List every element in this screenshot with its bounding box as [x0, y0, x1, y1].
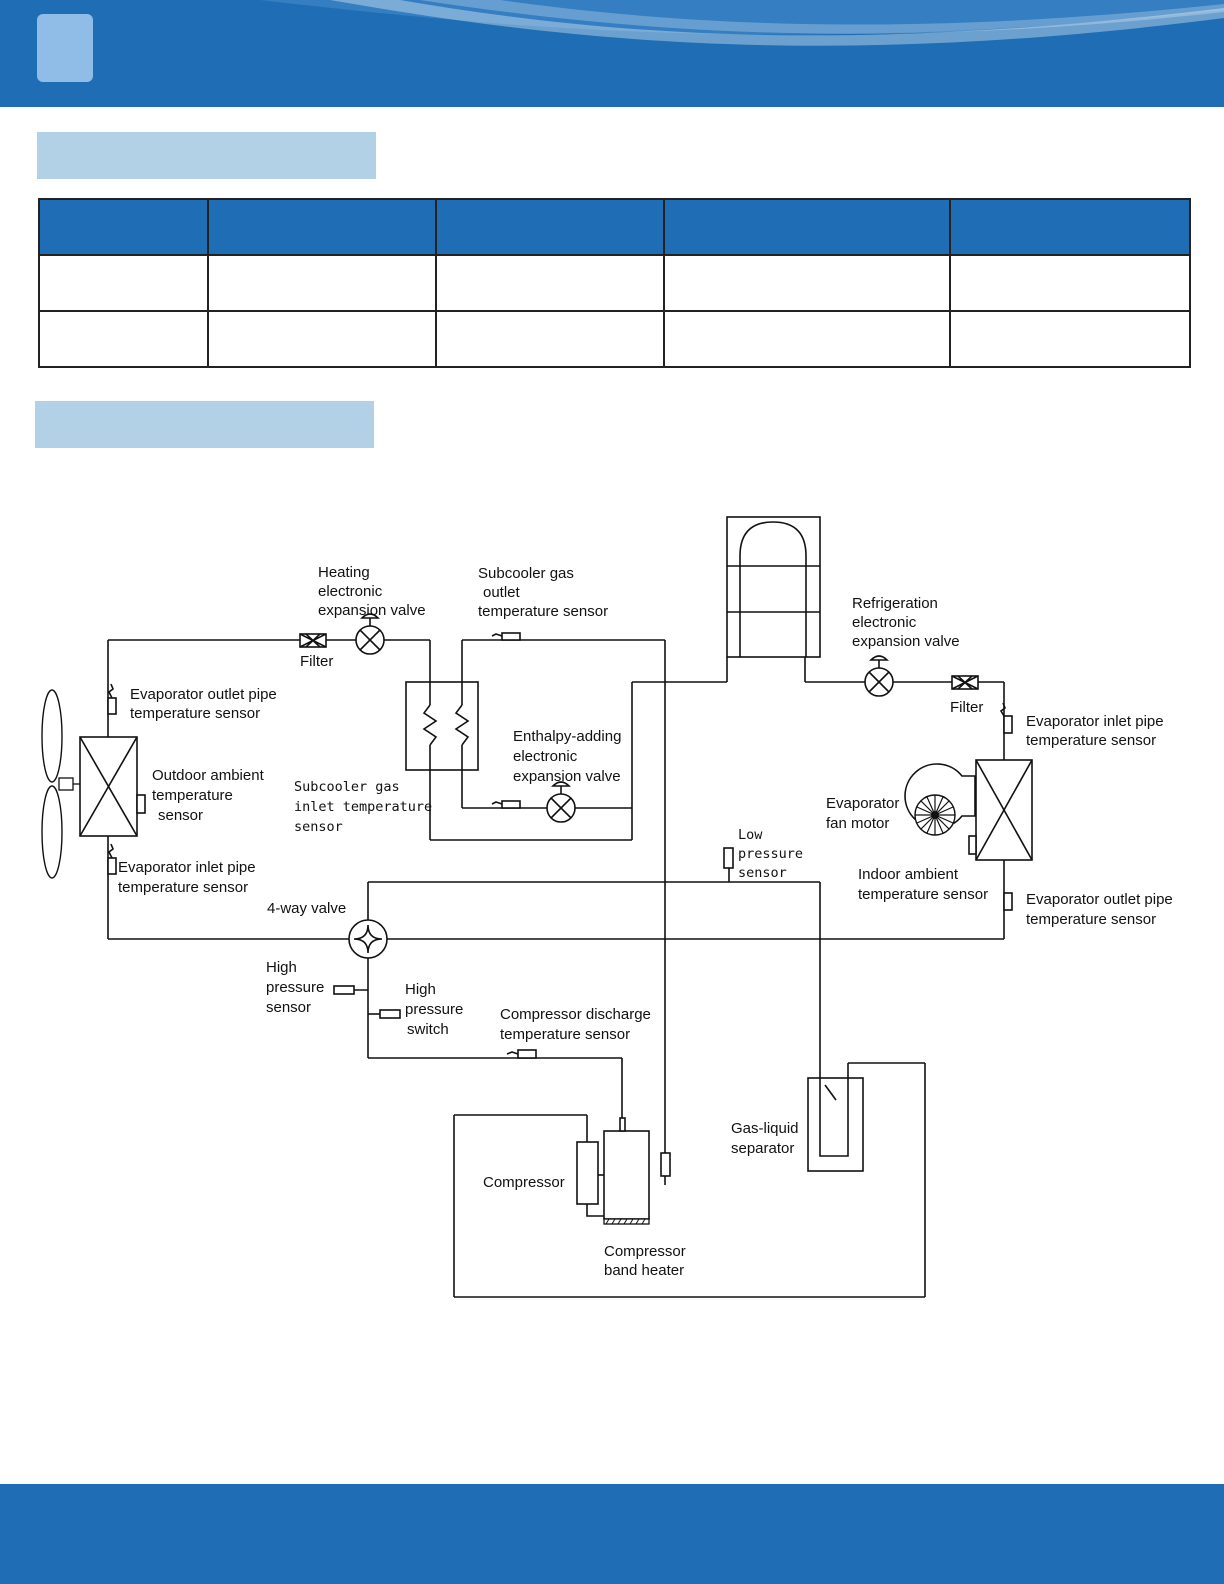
table-header-row [38, 198, 1191, 256]
enthalpy-expansion-valve-icon [546, 781, 576, 823]
sensor-icon [491, 632, 521, 809]
four-way-valve-label: 4-way valve [267, 900, 346, 917]
evaporator-fan-motor-icon [904, 763, 976, 836]
table-cell [435, 310, 665, 368]
gas-liquid-separator-icon [807, 1077, 864, 1172]
heating-eev-label: electronic [318, 583, 383, 600]
evaporator-fan-label: Evaporator [826, 795, 899, 812]
table-cell [38, 310, 209, 368]
filter-icon [299, 633, 979, 690]
table-header-cell [207, 198, 437, 256]
table-row [38, 310, 1191, 368]
evaporator-outlet-sensor-label: temperature sensor [130, 705, 260, 722]
high-pressure-switch-label: pressure [405, 1001, 463, 1018]
band-heater-label: Compressor [604, 1243, 686, 1260]
evaporator-outlet-sensor-label: temperature sensor [1026, 911, 1156, 928]
outdoor-ambient-sensor-label: Outdoor ambient [152, 767, 265, 784]
high-pressure-sensor-label: High [266, 959, 297, 976]
evaporator-inlet-sensor-label: temperature sensor [1026, 732, 1156, 749]
outdoor-ambient-sensor-label: temperature [152, 787, 233, 804]
section-badge [37, 14, 93, 82]
evaporator-fan-label: fan motor [826, 815, 889, 832]
low-pressure-sensor-label: Low [738, 827, 763, 843]
filter-label: Filter [950, 699, 983, 716]
filter-label: Filter [300, 653, 333, 670]
sensor-icon [660, 1152, 671, 1177]
section-heading-bar-specs [37, 132, 376, 179]
heating-eev-label: Heating [318, 564, 370, 581]
table-cell [207, 254, 437, 312]
subcooler-outlet-label: temperature sensor [478, 603, 608, 620]
table-cell [663, 254, 951, 312]
piping [107, 639, 1005, 1298]
sensor-icon [723, 702, 1013, 911]
table-cell [435, 254, 665, 312]
indoor-ambient-sensor-label: temperature sensor [858, 886, 988, 903]
separator-label: separator [731, 1140, 794, 1157]
table-cell [949, 310, 1191, 368]
high-pressure-switch-label: switch [407, 1021, 449, 1038]
discharge-sensor-label: temperature sensor [500, 1026, 630, 1043]
evaporator-outlet-sensor-label: Evaporator outlet pipe [130, 686, 277, 703]
page-footer-band [0, 1484, 1224, 1584]
outdoor-coil [79, 736, 138, 837]
band-heater-label: band heater [604, 1262, 684, 1279]
evaporator-inlet-sensor-label: Evaporator inlet pipe [1026, 713, 1164, 730]
high-pressure-sensor-label: pressure [266, 979, 324, 996]
outdoor-ambient-sensor-label: sensor [158, 807, 203, 824]
low-pressure-sensor-label: sensor [738, 865, 787, 881]
refrigeration-eev-label: Refrigeration [852, 595, 938, 612]
table-cell [949, 254, 1191, 312]
table-header-cell [949, 198, 1191, 256]
evaporator-inlet-sensor-label: Evaporator inlet pipe [118, 859, 256, 876]
page-header-band [0, 0, 1224, 107]
table-cell [663, 310, 951, 368]
evaporator-outlet-sensor-label: Evaporator outlet pipe [1026, 891, 1173, 908]
table-row [38, 254, 1191, 312]
refrigerant-circuit-diagram: Heating electronic expansion valve Filte… [41, 516, 1173, 1298]
enthalpy-eev-label: electronic [513, 748, 578, 765]
diagram-labels: Heating electronic expansion valve Filte… [118, 564, 1173, 1279]
table-header-cell [435, 198, 665, 256]
table-cell [38, 254, 209, 312]
spec-table [38, 198, 1191, 368]
separator-label: Gas-liquid [731, 1120, 799, 1137]
indoor-coil [975, 759, 1033, 861]
subcooler-outlet-label: Subcooler gas [478, 565, 574, 582]
sensor-icon [333, 985, 537, 1059]
evaporator-inlet-sensor-label: temperature sensor [118, 879, 248, 896]
compressor-icon [576, 1117, 650, 1225]
subcooler-inlet-sensor-label: inlet temperature [294, 799, 432, 815]
section-heading-bar-diagram [35, 401, 374, 448]
outdoor-fan-icon [41, 689, 80, 879]
subcooler-heat-exchanger [405, 681, 479, 771]
table-header-cell [663, 198, 951, 256]
indoor-ambient-sensor-label: Indoor ambient [858, 866, 959, 883]
sensor-icon [107, 683, 146, 875]
low-pressure-sensor-label: pressure [738, 846, 803, 862]
table-header-cell [38, 198, 209, 256]
high-pressure-switch-label: High [405, 981, 436, 998]
heating-eev-label: expansion valve [318, 602, 426, 619]
water-tank [726, 516, 821, 658]
high-pressure-sensor-label: sensor [266, 999, 311, 1016]
enthalpy-eev-label: Enthalpy-adding [513, 728, 621, 745]
enthalpy-eev-label: expansion valve [513, 768, 621, 785]
refrigeration-eev-label: electronic [852, 614, 917, 631]
subcooler-inlet-sensor-label: Subcooler gas [294, 779, 400, 795]
heating-expansion-valve-icon [355, 613, 385, 655]
refrigeration-expansion-valve-icon [864, 655, 894, 697]
subcooler-inlet-sensor-label: sensor [294, 819, 343, 835]
four-way-valve-icon [348, 919, 388, 959]
refrigeration-eev-label: expansion valve [852, 633, 960, 650]
subcooler-outlet-label: outlet [483, 584, 521, 601]
table-cell [207, 310, 437, 368]
compressor-label: Compressor [483, 1174, 565, 1191]
discharge-sensor-label: Compressor discharge [500, 1006, 651, 1023]
